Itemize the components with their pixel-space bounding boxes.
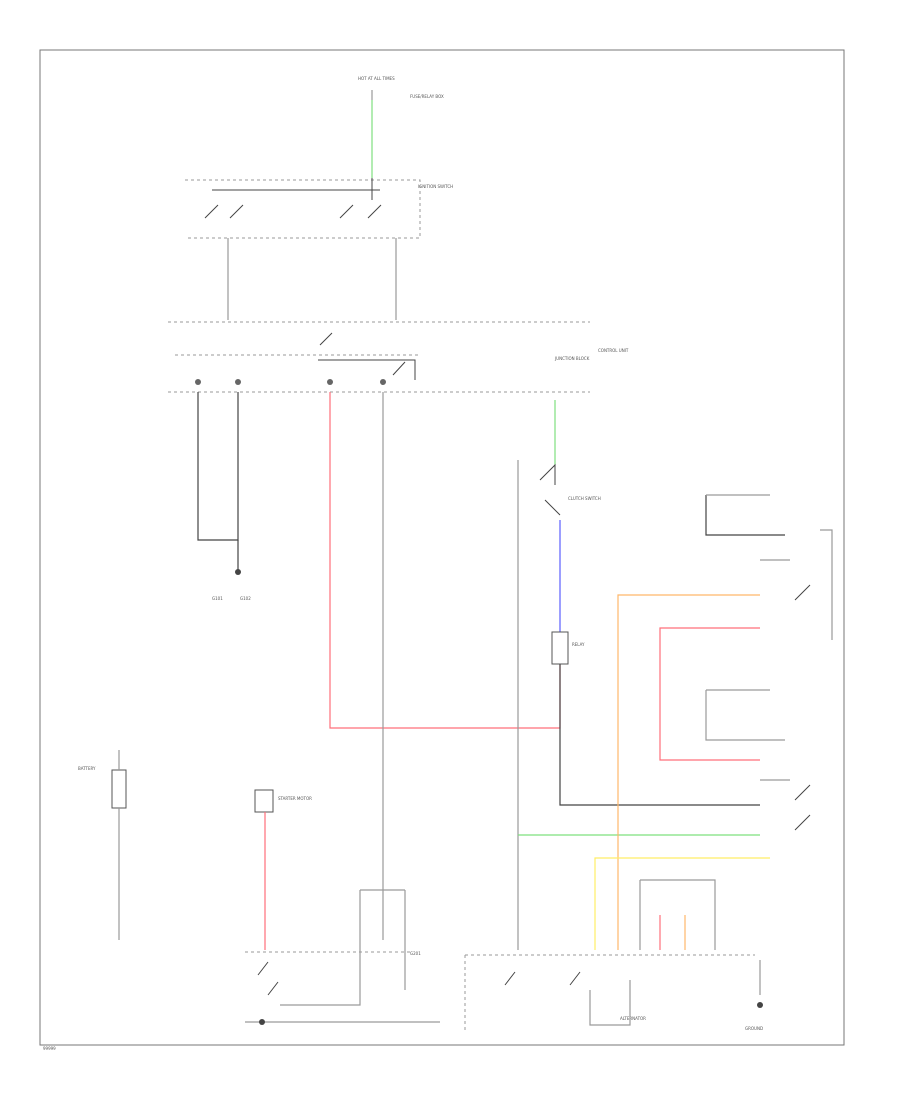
connector-pin [327, 379, 333, 385]
wire-orange [617, 594, 760, 950]
top-source-label: HOT AT ALL TIMES [358, 76, 395, 81]
ignition-switch-label: IGNITION SWITCH [418, 184, 453, 189]
battery-label: BATTERY [78, 766, 96, 771]
relay-label: RELAY [572, 642, 585, 647]
starter-label: STARTER MOTOR [278, 796, 312, 801]
control-unit-relay [318, 332, 416, 380]
relay-box [551, 631, 569, 665]
connector-pin [235, 379, 241, 385]
wire-black-right [559, 664, 760, 806]
wire-alternator-inner [589, 980, 631, 1026]
ground-point [757, 1002, 763, 1008]
control-unit-label: CONTROL UNIT [598, 348, 629, 353]
alternator-label: ALTERNATOR [620, 1016, 646, 1021]
ignition-switch-bus [212, 178, 380, 200]
wire-right-stubs [760, 559, 790, 781]
corner-code: 99999 [43, 1046, 56, 1051]
connector-pin [380, 379, 386, 385]
ground-point [235, 569, 241, 575]
ground-g1-label: G101 [212, 596, 223, 601]
ground-point [259, 1019, 265, 1025]
diagram-frame [39, 49, 845, 1046]
right-switches [794, 584, 811, 831]
ignition-switch-box [185, 179, 421, 239]
fuse-label: JUNCTION BLOCK [554, 356, 590, 361]
wire-yellow [594, 857, 770, 950]
fuse-block-label: FUSE/RELAY BOX [410, 94, 444, 99]
clutch-switch-label: CLUTCH SWITCH [568, 496, 601, 501]
wire-red-right [659, 627, 760, 761]
wire-bottom-left [280, 889, 406, 1006]
alternator-switches [504, 971, 581, 986]
battery-box [111, 769, 127, 809]
sensor-box [639, 879, 716, 950]
starter-box [254, 789, 274, 813]
g3-label: G201 [410, 951, 421, 956]
wire-right-top-loop [705, 495, 785, 536]
ignition-switch-contacts [204, 204, 382, 219]
wire-red-main [329, 392, 561, 729]
wire-right-bracket [820, 529, 833, 640]
ground-g2-label: G102 [240, 596, 251, 601]
ground-label: GROUND [745, 1026, 763, 1031]
wire-ground-loop [197, 392, 239, 541]
bottom-left-switches [257, 961, 279, 996]
connector-pin [195, 379, 201, 385]
wire-right-mid-loop [705, 690, 785, 741]
clutch-switch [539, 463, 561, 516]
